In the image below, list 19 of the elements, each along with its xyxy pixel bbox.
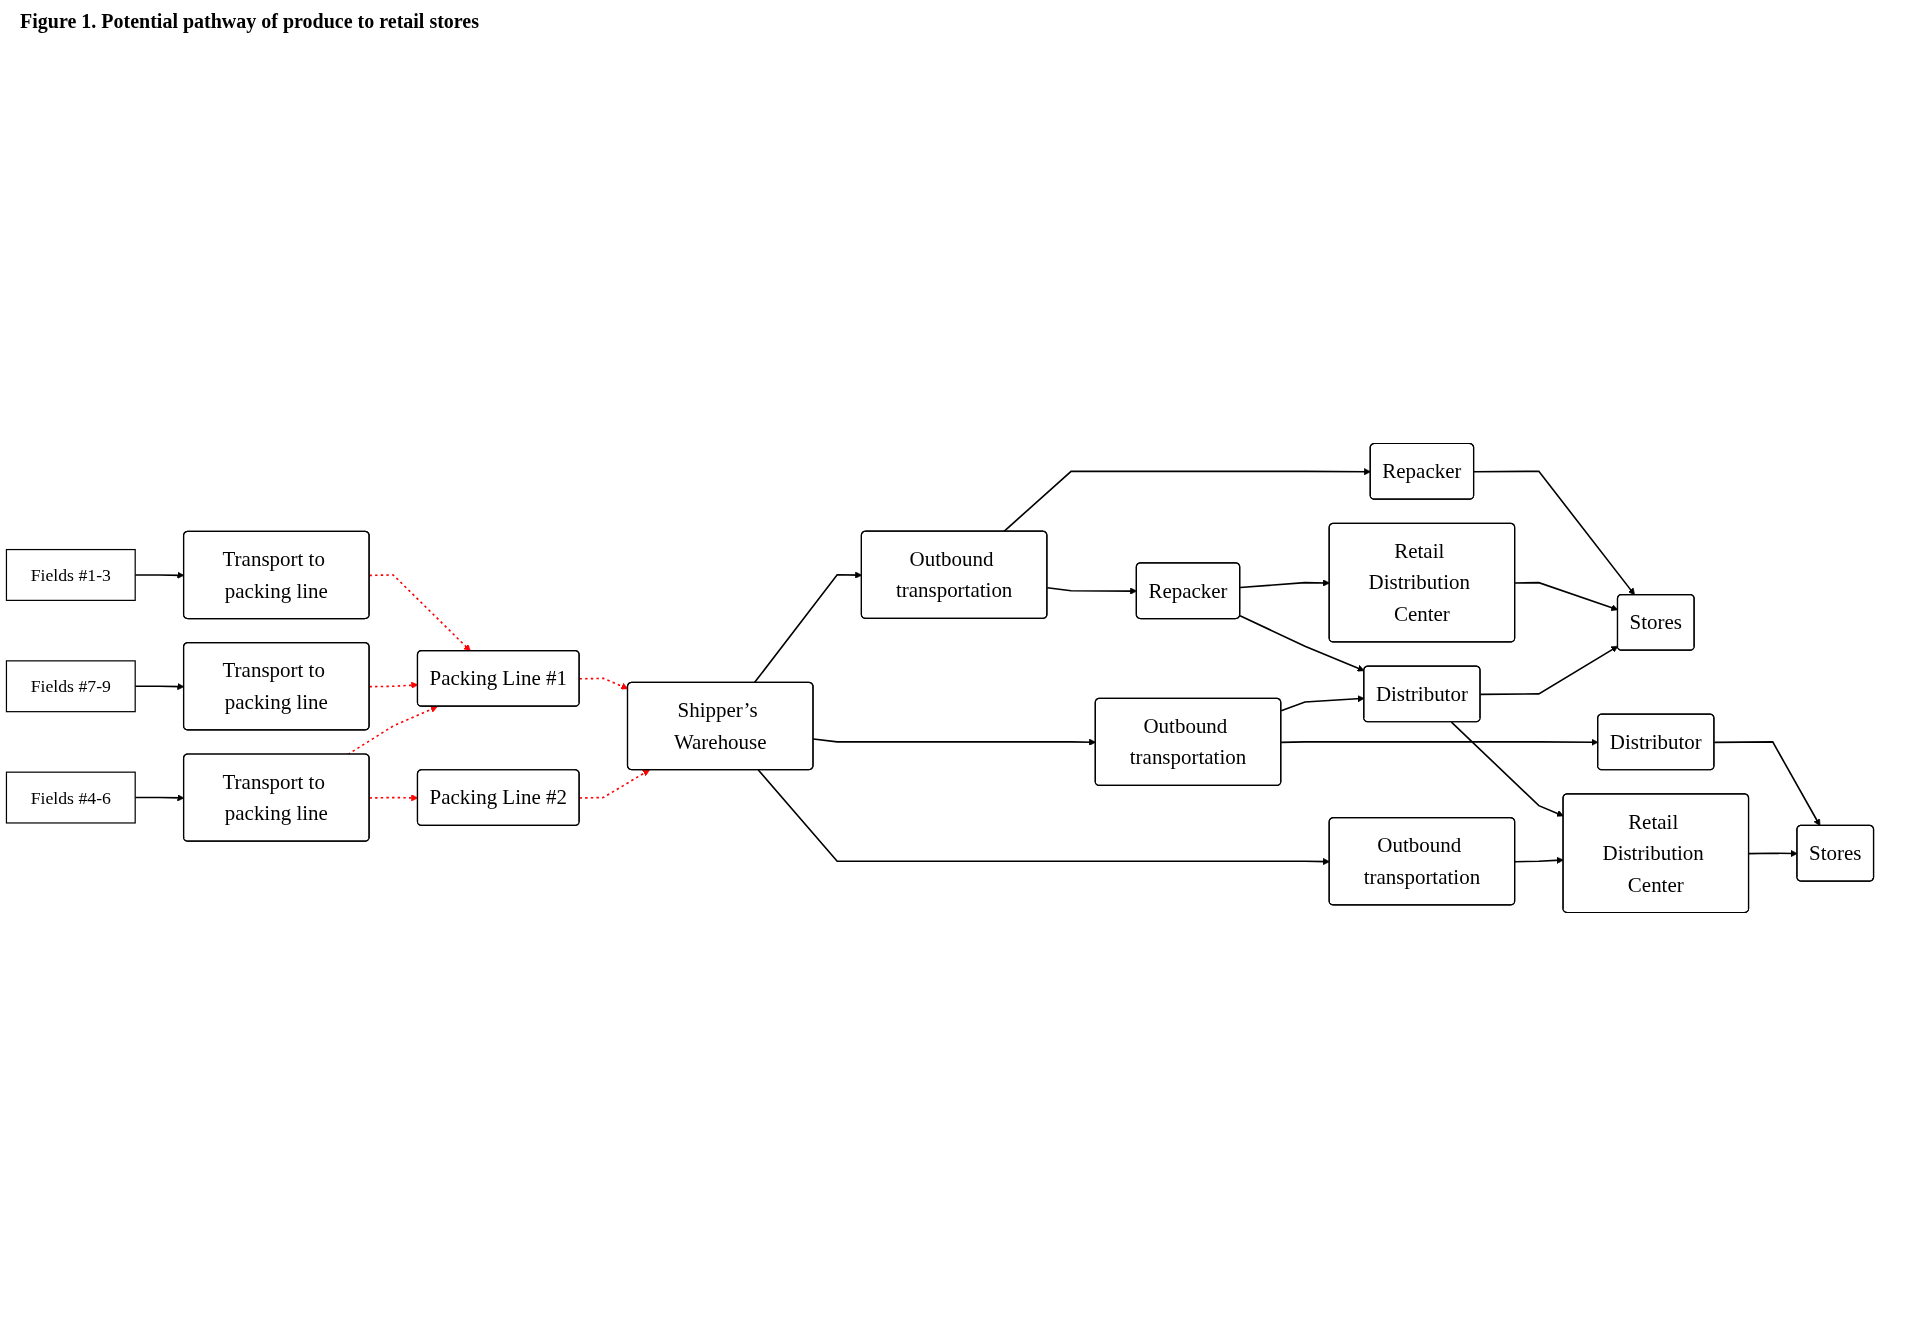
arrow: [1514, 856, 1564, 864]
arrow: [347, 705, 438, 756]
arrow: [1713, 741, 1821, 827]
arrow: [368, 794, 419, 802]
node-box: Fields #1-3: [5, 548, 136, 601]
arrow: [812, 738, 1096, 746]
arrow: [1002, 468, 1371, 533]
arrow: [1473, 470, 1635, 596]
arrow: [368, 681, 419, 689]
arrow: [1450, 721, 1564, 817]
node-box: Fields #4-6: [5, 771, 136, 824]
arrow: [1239, 614, 1365, 672]
arrow: [1239, 579, 1330, 589]
arrow: [757, 769, 1330, 866]
node-box: Fields #7-9: [5, 660, 136, 713]
arrow: [368, 574, 471, 652]
arrow: [578, 769, 650, 799]
arrow: [578, 677, 629, 690]
figure-title: Figure 1. Potential pathway of produce to retail stores: [19, 9, 481, 35]
